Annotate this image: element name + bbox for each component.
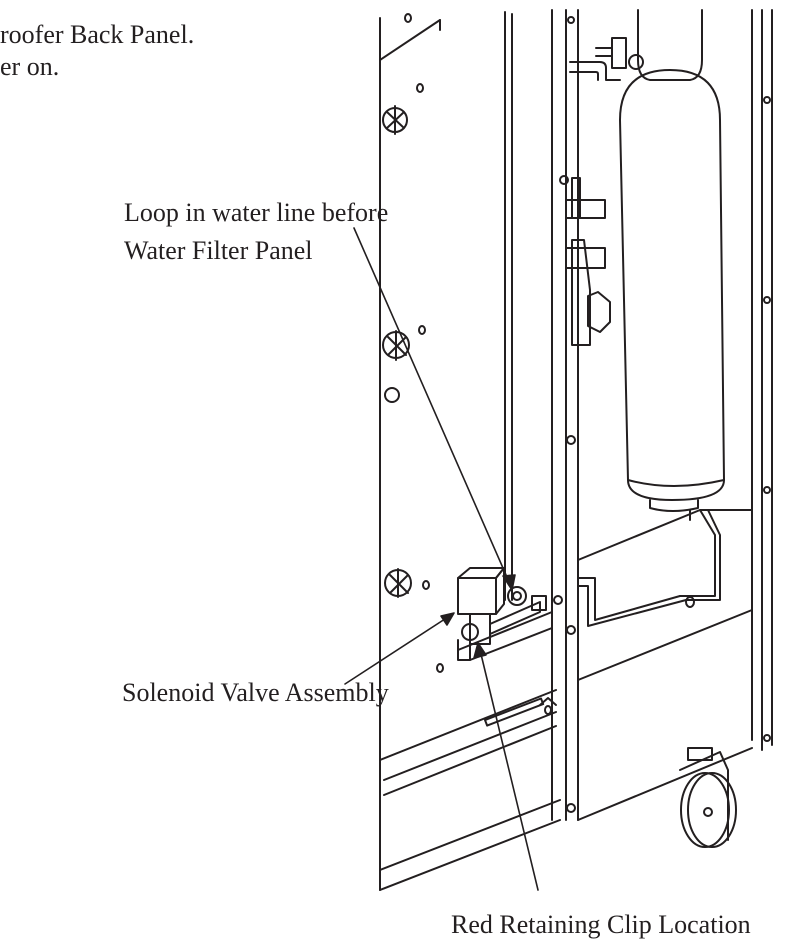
caster-wheel (679, 747, 737, 848)
frame-rail-left (551, 9, 579, 821)
inline-strainer (565, 177, 611, 346)
back-panel (379, 11, 561, 891)
callout-leaders (344, 227, 539, 891)
water-filter-cartridge (619, 9, 725, 512)
loop-arrowhead (502, 574, 516, 591)
callout-loop-label-line-2: Water Filter Panel (124, 236, 313, 265)
clip-arrowhead (473, 642, 487, 659)
intro-text-line-2: er on. (0, 52, 60, 81)
frame-rail-right (751, 9, 773, 751)
back-panel-fittings (382, 13, 557, 715)
filter-inlet-fitting (569, 37, 644, 81)
callout-loop-label-line-1: Loop in water line before (124, 198, 389, 227)
loop-leader-line (353, 227, 511, 585)
solenoid-leader-line (344, 616, 449, 685)
solenoid-valve-assembly (457, 567, 553, 661)
lower-cabinet (577, 509, 753, 821)
clip-leader-line (479, 649, 539, 891)
intro-text-line-1: roofer Back Panel. (0, 20, 195, 49)
callout-clip-label: Red Retaining Clip Location (451, 910, 751, 939)
solenoid-arrowhead (440, 612, 455, 626)
callout-solenoid-label: Solenoid Valve Assembly (122, 678, 389, 707)
